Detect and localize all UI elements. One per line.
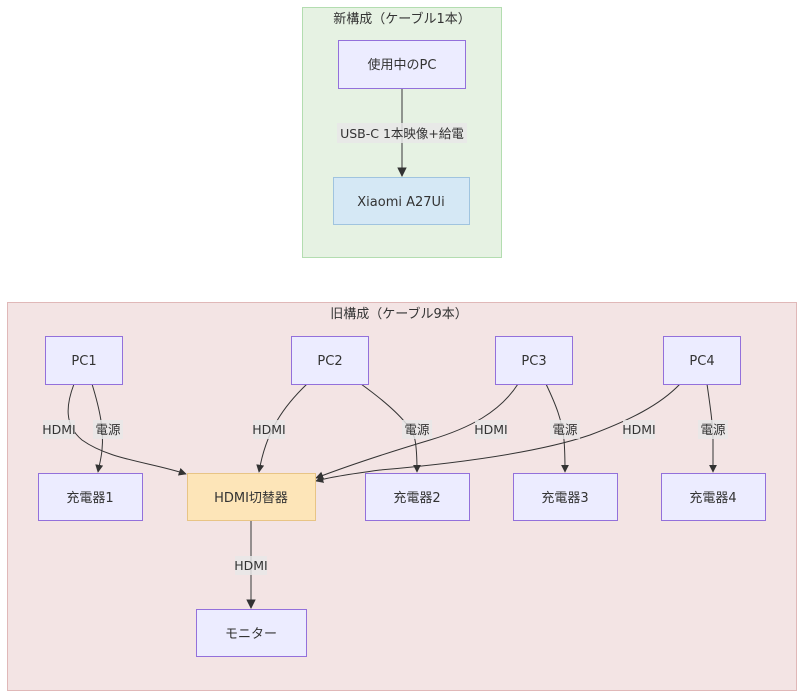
node-monitor[interactable]: モニター xyxy=(196,609,307,657)
edge-label-pc1-power: 電源 xyxy=(93,420,123,439)
edge-label-pc2-power: 電源 xyxy=(402,420,432,439)
node-charger1[interactable]: 充電器1 xyxy=(38,473,143,521)
svg-text:USB-C 1本映像+給電: USB-C 1本映像+給電 xyxy=(340,126,464,141)
svg-text:充電器3: 充電器3 xyxy=(541,490,588,506)
edge-pc3-hdmi xyxy=(315,383,519,480)
edge-pc4-power xyxy=(706,383,717,473)
svg-text:HDMI: HDMI xyxy=(234,558,268,573)
svg-text:Xiaomi A27Ui: Xiaomi A27Ui xyxy=(357,195,444,210)
svg-text:電源: 電源 xyxy=(404,422,430,437)
svg-text:PC4: PC4 xyxy=(689,354,714,369)
node-charger3[interactable]: 充電器3 xyxy=(513,473,618,521)
edge-label-pc1-hdmi: HDMI xyxy=(42,420,76,439)
svg-text:PC2: PC2 xyxy=(317,354,342,369)
edge-pc1-power xyxy=(91,383,104,473)
node-hdmi-switch[interactable]: HDMI切替器 xyxy=(187,473,316,521)
svg-text:充電器2: 充電器2 xyxy=(393,490,440,506)
node-xiaomi-monitor[interactable]: Xiaomi A27Ui xyxy=(333,177,470,225)
svg-text:電源: 電源 xyxy=(700,422,726,437)
svg-text:PC3: PC3 xyxy=(521,354,546,369)
edge-pc2-power xyxy=(360,383,421,473)
svg-text:PC1: PC1 xyxy=(71,354,96,369)
svg-text:HDMI: HDMI xyxy=(474,422,508,437)
edge-label-pc4-power: 電源 xyxy=(698,420,728,439)
edge-label-pc3-power: 電源 xyxy=(550,420,580,439)
node-pc2[interactable]: PC2 xyxy=(291,336,369,385)
edge-pc3-power xyxy=(545,383,569,473)
cluster-new-title: 新構成（ケーブル1本） xyxy=(333,11,471,27)
node-charger4[interactable]: 充電器4 xyxy=(661,473,766,521)
edge-pc4-hdmi xyxy=(315,383,681,483)
edge-pc1-hdmi xyxy=(67,383,187,476)
node-pc-in-use[interactable]: 使用中のPC xyxy=(338,40,466,89)
svg-text:HDMI: HDMI xyxy=(622,422,656,437)
svg-text:HDMI切替器: HDMI切替器 xyxy=(214,491,288,506)
node-charger2[interactable]: 充電器2 xyxy=(365,473,470,521)
node-pc1[interactable]: PC1 xyxy=(45,336,123,385)
svg-text:電源: 電源 xyxy=(95,422,121,437)
edge-label-usbc: USB-C 1本映像+給電 xyxy=(337,123,467,143)
edge-label-switch-monitor: HDMI xyxy=(234,556,268,575)
svg-text:HDMI: HDMI xyxy=(252,422,286,437)
node-pc4[interactable]: PC4 xyxy=(663,336,741,385)
cluster-old-title: 旧構成（ケーブル9本） xyxy=(330,306,468,322)
svg-text:使用中のPC: 使用中のPC xyxy=(368,57,437,73)
svg-text:充電器1: 充電器1 xyxy=(66,490,113,506)
svg-text:充電器4: 充電器4 xyxy=(689,490,736,506)
svg-text:HDMI: HDMI xyxy=(42,422,76,437)
edge-labels: USB-C 1本映像+給電 HDMI 電源 HDMI 電源 HDMI 電源 H xyxy=(42,123,728,575)
edge-label-pc2-hdmi: HDMI xyxy=(252,420,286,439)
edge-label-pc4-hdmi: HDMI xyxy=(622,420,656,439)
svg-text:電源: 電源 xyxy=(552,422,578,437)
svg-text:モニター: モニター xyxy=(225,627,277,642)
edge-label-pc3-hdmi: HDMI xyxy=(474,420,508,439)
node-pc3[interactable]: PC3 xyxy=(495,336,573,385)
